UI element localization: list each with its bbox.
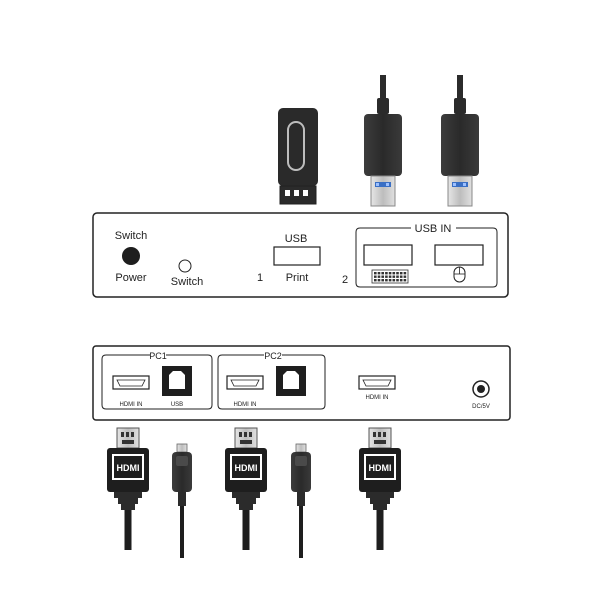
switch-power-top-label: Switch: [115, 230, 147, 242]
usb-flash-drive-icon: [278, 108, 318, 205]
hdmi-cable-label: HDMI: [235, 463, 258, 473]
pc1-hdmi-port[interactable]: [112, 375, 150, 390]
pc1-hdmi-in-label: HDMI IN: [120, 402, 143, 408]
pc2-hdmi-in-label: HDMI IN: [234, 402, 257, 408]
usb-port-label: USB: [285, 233, 308, 245]
port-2-label: 2: [342, 274, 348, 286]
output-hdmi-label: HDMI IN: [366, 395, 389, 401]
rear-cables: HDMI HDMI HDMI: [107, 427, 401, 558]
hdmi-cable-connector: HDMI: [225, 427, 267, 550]
usb-in-label: USB IN: [415, 223, 452, 235]
usb-a-keyboard-cable-icon: [364, 75, 402, 207]
pc2-label: PC2: [264, 351, 282, 361]
switch-button[interactable]: [178, 259, 192, 273]
hdmi-cable-label: HDMI: [117, 463, 140, 473]
usb-a-mouse-cable-icon: [441, 75, 479, 207]
micro-usb-cable-connector: [291, 443, 311, 558]
switch-power-bottom-label: Power: [115, 272, 147, 284]
port-1-label: 1: [257, 272, 263, 284]
micro-usb-cable-connector: [172, 443, 192, 558]
print-label: Print: [286, 272, 309, 284]
hdmi-cable-label: HDMI: [369, 463, 392, 473]
pc1-usb-b-port[interactable]: [162, 366, 192, 396]
pc1-label: PC1: [149, 351, 167, 361]
dc-label: DC/5V: [472, 404, 490, 410]
dc-power-jack[interactable]: [472, 380, 490, 398]
usb-in-mouse-port[interactable]: [434, 244, 484, 266]
hdmi-cable-connector: HDMI: [359, 427, 401, 550]
mouse-icon: [453, 266, 466, 283]
power-button[interactable]: [122, 247, 140, 265]
front-usb-port[interactable]: [273, 246, 321, 266]
switch-label: Switch: [171, 276, 203, 288]
pc1-usb-label: USB: [171, 402, 183, 408]
rear-panel: PC1 HDMI IN USB PC2 HDMI IN HDMI IN: [92, 345, 511, 421]
keyboard-icon: [371, 269, 409, 284]
pc2-hdmi-port[interactable]: [226, 375, 264, 390]
usb-in-keyboard-port[interactable]: [363, 244, 413, 266]
front-panel: Switch Power Switch USB 1 Print 2 USB IN: [92, 212, 509, 298]
output-hdmi-port[interactable]: [358, 375, 396, 390]
hdmi-cable-connector: HDMI: [107, 427, 149, 550]
pc2-usb-b-port[interactable]: [276, 366, 306, 396]
